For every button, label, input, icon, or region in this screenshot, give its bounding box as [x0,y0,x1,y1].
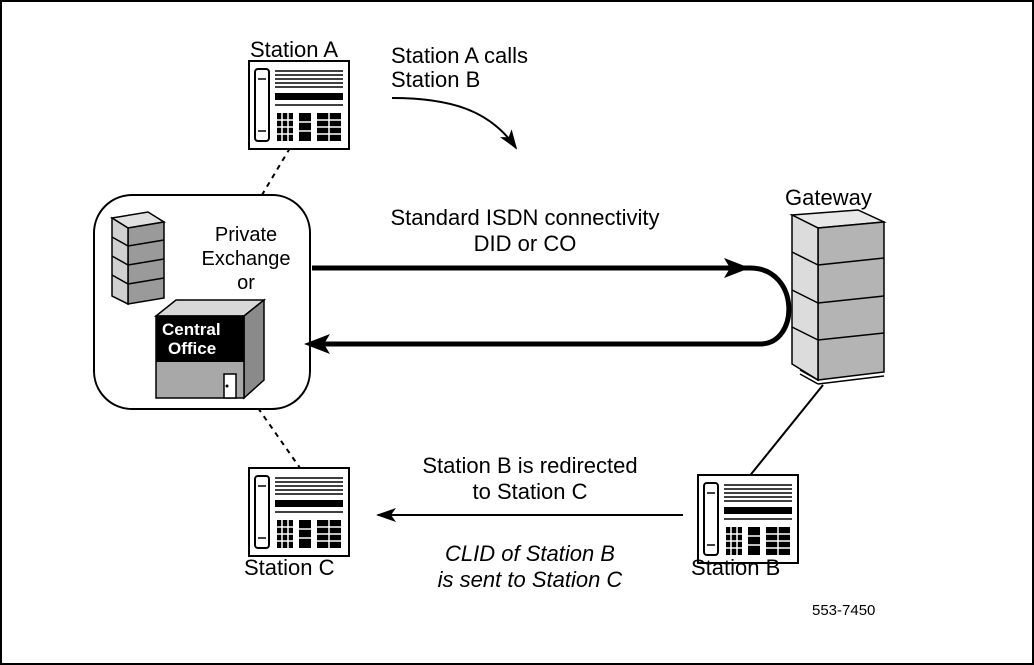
station-c-phone-icon [248,467,350,557]
call-note-line1: Station A calls [391,43,528,68]
gateway-label: Gateway [785,185,872,210]
clid-line1: CLID of Station B [445,541,615,566]
connectivity-line1: Standard ISDN connectivity [390,205,660,230]
call-arrow [391,97,518,150]
figure-id-label: 553-7450 [812,602,876,619]
link-exchange-station-c [257,407,301,469]
station-a-phone-icon [248,60,350,150]
central-office-sign-line1: Central [162,320,221,339]
loop-arrowhead-right [724,258,750,278]
exchange-cabinet-icon [109,211,167,306]
station-b-phone-icon [697,474,799,564]
link-station-a-exchange [249,147,291,216]
clid-line2: is sent to Station C [437,567,623,592]
exchange-line2: Exchange [201,248,291,270]
isdn-loop-connection [312,265,792,347]
loop-arrowhead-left [304,334,330,354]
exchange-line3: or [237,272,255,294]
station-b-label: Station B [691,555,781,580]
central-office-building-icon [153,298,267,400]
central-office-sign-line2: Office [168,339,217,358]
exchange-line1: Private [214,224,278,246]
link-gateway-station-b [747,384,824,479]
station-c-label: Station C [244,555,335,580]
station-a-label: Station A [250,37,339,62]
connectivity-line2: DID or CO [473,231,577,256]
redirect-line2: to Station C [472,479,588,504]
call-note-line2: Station B [391,67,481,92]
redirect-line1: Station B is redirected [422,453,638,478]
gateway-cabinet-icon [789,209,887,385]
